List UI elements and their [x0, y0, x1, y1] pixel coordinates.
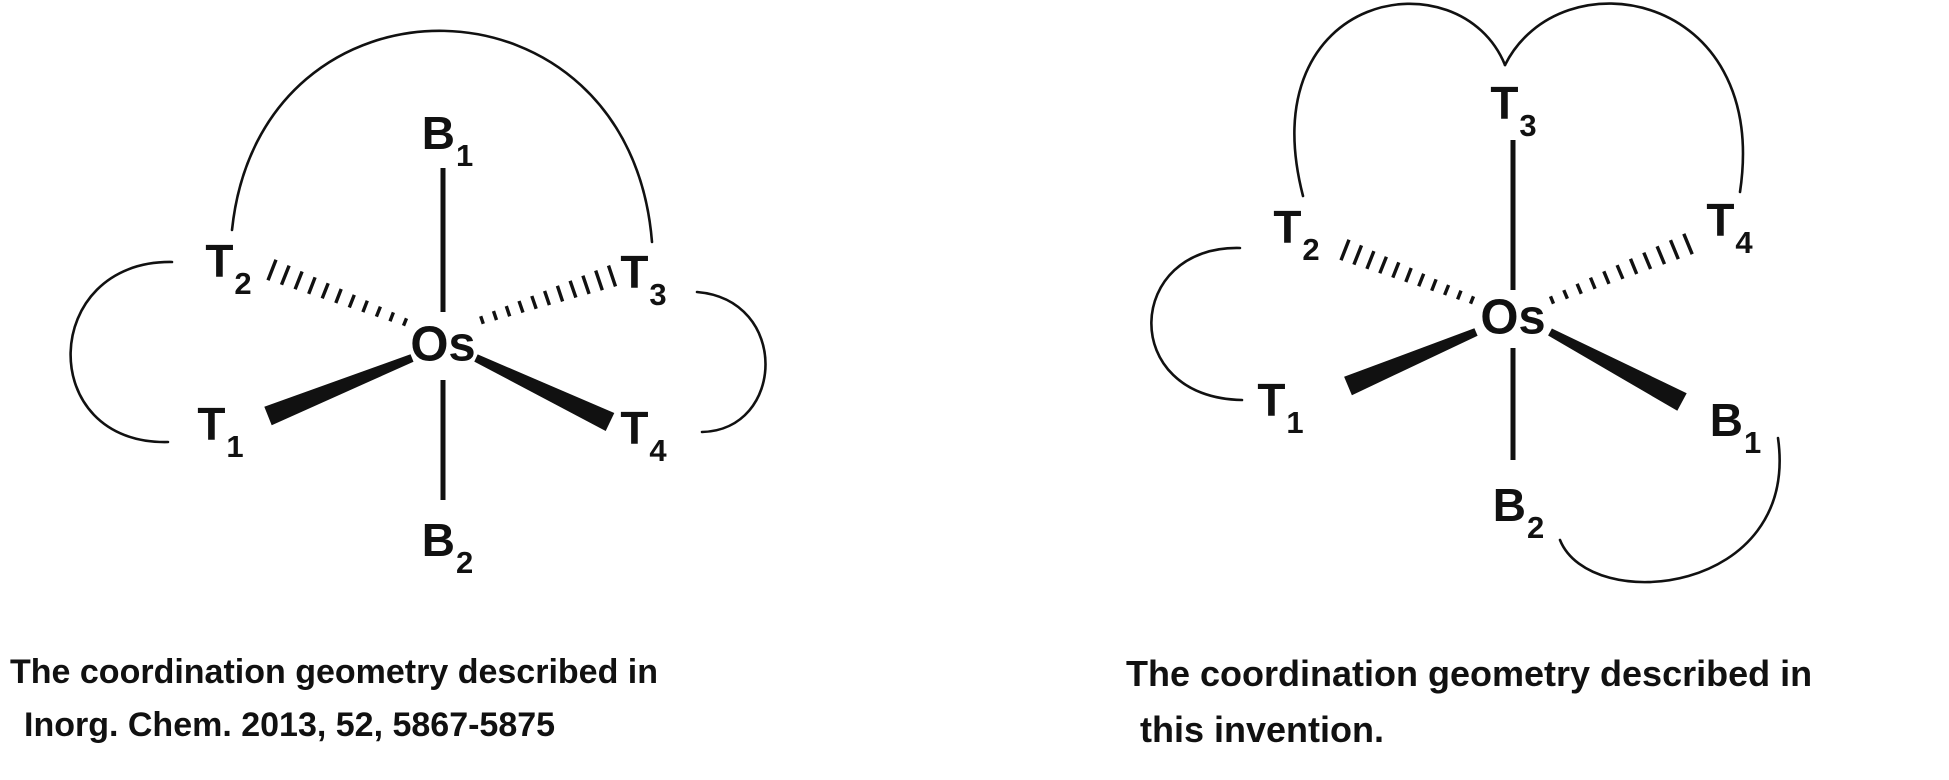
right-label-t1-sub: 1	[1286, 405, 1304, 441]
right-label-b1-main: B	[1709, 394, 1743, 446]
right-bond-os-t4	[1548, 233, 1694, 305]
left-label-b1: B1	[421, 107, 473, 171]
left-bond-os-t4	[474, 354, 615, 431]
right-label-t3-main: T	[1490, 77, 1519, 129]
left-label-t1: T1	[197, 398, 243, 462]
left-label-b1-sub: 1	[455, 138, 474, 174]
right-label-t2-sub: 2	[1302, 232, 1320, 268]
left-arc-t2-t3	[230, 29, 654, 244]
left-label-b2-sub: 2	[455, 545, 474, 581]
left-label-os: Os	[410, 317, 476, 372]
left-label-t1-sub: 1	[226, 429, 244, 465]
right-caption-line2: this invention.	[1140, 708, 1385, 750]
right-label-t3: T3	[1490, 77, 1536, 141]
right-arc-t2-t1	[1150, 246, 1244, 402]
right-label-b1: B1	[1709, 394, 1761, 458]
left-bond-os-t1	[264, 354, 414, 426]
left-caption: The coordination geometry described in I…	[10, 646, 658, 751]
right-label-t1-main: T	[1257, 374, 1286, 426]
left-label-t2: T2	[205, 235, 251, 299]
right-label-t4: T4	[1706, 194, 1752, 258]
right-arc-t3-t4	[1503, 2, 1745, 194]
right-arc-b2-b1	[1558, 436, 1781, 584]
right-bond-os-b1	[1548, 328, 1687, 411]
left-label-t4-sub: 4	[649, 433, 667, 469]
right-caption: The coordination geometry described in t…	[1126, 646, 1812, 758]
left-label-b2: B2	[421, 514, 473, 578]
left-label-t2-sub: 2	[234, 266, 252, 302]
left-label-t3-sub: 3	[649, 277, 667, 313]
left-label-b2-main: B	[421, 514, 455, 566]
right-label-b1-sub: 1	[1743, 425, 1762, 461]
right-label-b2-sub: 2	[1526, 510, 1545, 546]
left-label-t3: T3	[620, 246, 666, 310]
left-label-t1-main: T	[197, 398, 226, 450]
left-caption-line2: Inorg. Chem. 2013, 52, 5867-5875	[24, 705, 556, 744]
left-label-t4: T4	[620, 402, 666, 466]
right-caption-line1: The coordination geometry described in	[1126, 653, 1813, 694]
left-arc-t2-t1	[69, 260, 174, 444]
right-label-b2-main: B	[1492, 479, 1526, 531]
right-label-t4-sub: 4	[1735, 225, 1753, 261]
left-label-b1-main: B	[421, 107, 455, 159]
right-bond-os-t2	[1339, 239, 1476, 305]
left-arc-t3-t4	[695, 290, 767, 434]
right-label-os: Os	[1480, 290, 1546, 345]
right-label-t4-main: T	[1706, 194, 1735, 246]
right-label-t1: T1	[1257, 374, 1303, 438]
left-caption-line1: The coordination geometry described in	[10, 653, 658, 691]
right-arc-t2-t3	[1293, 2, 1507, 198]
left-label-t2-main: T	[205, 235, 234, 287]
bond-group	[264, 140, 1694, 500]
right-label-t3-sub: 3	[1519, 108, 1537, 144]
left-label-t3-main: T	[620, 246, 649, 298]
right-label-t2-main: T	[1273, 201, 1302, 253]
right-label-b2: B2	[1492, 479, 1544, 543]
left-bond-os-t3	[479, 265, 618, 325]
right-label-t2: T2	[1273, 201, 1319, 265]
left-label-t4-main: T	[620, 402, 649, 454]
right-bond-os-t1	[1344, 328, 1478, 396]
left-bond-os-t2	[266, 259, 409, 327]
